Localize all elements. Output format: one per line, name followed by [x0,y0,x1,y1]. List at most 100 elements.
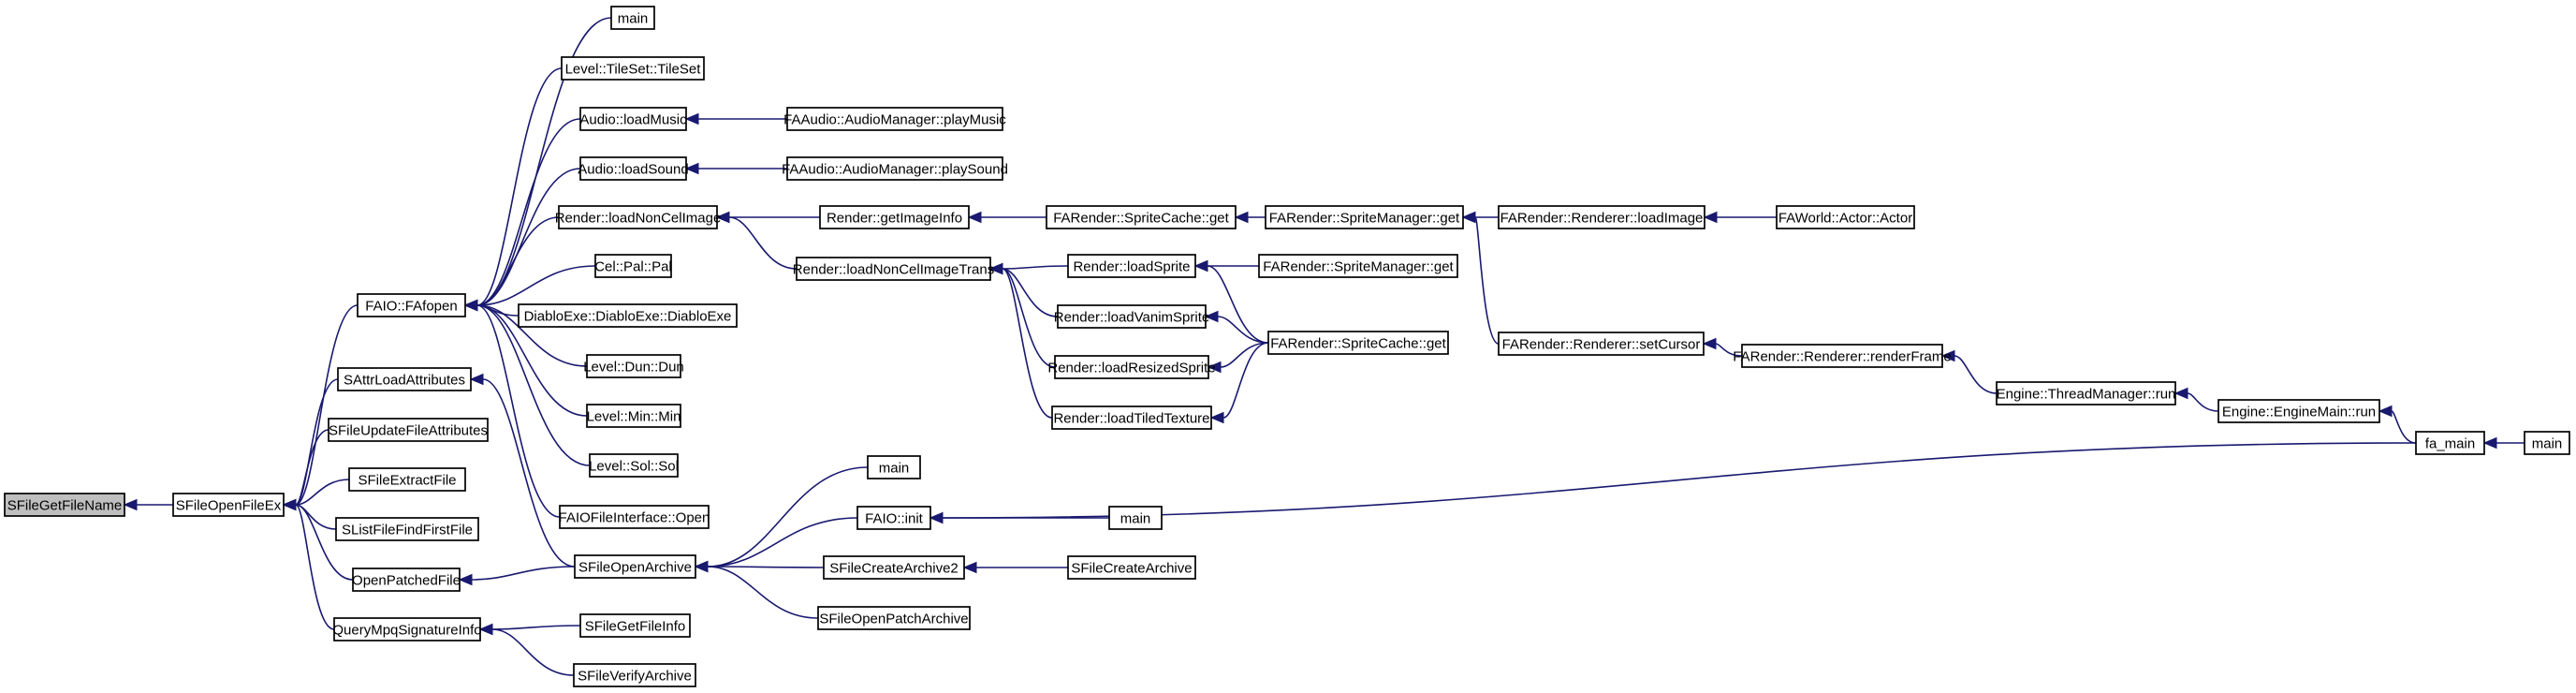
node-farender-spritemanager-get[interactable]: FARender::SpriteManager::get [1258,254,1458,278]
node-faaudio-audiomanager-playsound[interactable]: FAAudio::AudioManager::playSound [782,156,1008,181]
node-level-dun-dun[interactable]: Level::Dun::Dun [583,354,684,378]
node-box[interactable] [594,254,672,278]
node-sfileupdatefileattributes[interactable]: SFileUpdateFileAttributes [328,418,489,442]
node-render-loadvanimsprite[interactable]: Render::loadVanimSprite [1054,304,1209,329]
node-engine-threadmanager-run[interactable]: Engine::ThreadManager::run [1996,381,2176,405]
node-farender-spritecache-get[interactable]: FARender::SpriteCache::get [1046,205,1237,229]
node-fa-main[interactable]: fa_main [2415,431,2485,455]
node-sfilegetfileinfo[interactable]: SFileGetFileInfo [579,613,691,638]
node-box[interactable] [1741,344,1943,368]
node-sfilegetfilename[interactable]: SFileGetFileName [4,493,125,517]
node-farender-renderer-setcursor[interactable]: FARender::Renderer::setCursor [1498,332,1705,356]
node-sfileextractfile[interactable]: SFileExtractFile [348,467,466,492]
node-farender-renderer-renderframe[interactable]: FARender::Renderer::renderFrame [1733,344,1952,368]
node-render-loadresizedsprite[interactable]: Render::loadResizedSprite [1047,355,1216,379]
node-main[interactable]: main [1108,506,1163,530]
node-box[interactable] [1054,355,1209,379]
node-faaudio-audiomanager-playmusic[interactable]: FAAudio::AudioManager::playMusic [783,107,1006,131]
node-box[interactable] [337,367,472,391]
node-main[interactable]: main [2524,431,2570,455]
node-faiofileinterface-open[interactable]: FAIOFileInterface::Open [559,505,710,529]
node-box[interactable] [1046,205,1237,229]
node-farender-renderer-loadimage[interactable]: FARender::Renderer::loadImage [1498,205,1705,229]
node-faworld-actor-actor[interactable]: FAWorld::Actor::Actor [1776,205,1915,229]
node-box[interactable] [586,354,681,378]
node-box[interactable] [786,107,1003,131]
node-box[interactable] [1051,405,1212,430]
node-box[interactable] [558,205,718,229]
node-slistfilefindfirstfile[interactable]: SListFileFindFirstFile [335,517,479,541]
node-sfilecreatearchive2[interactable]: SFileCreateArchive2 [823,555,965,580]
node-level-tileset-tileset[interactable]: Level::TileSet::TileSet [561,56,705,81]
node-box[interactable] [610,6,655,30]
node-box[interactable] [589,453,679,478]
node-render-loadnoncelimage[interactable]: Render::loadNonCelImage [555,205,722,229]
node-box[interactable] [172,493,285,517]
node-box[interactable] [352,568,461,592]
node-sfileverifyarchive[interactable]: SFileVerifyArchive [573,663,696,687]
node-cel-pal-pal[interactable]: Cel::Pal::Pal [594,254,672,278]
node-box[interactable] [573,663,696,687]
node-box[interactable] [2415,431,2485,455]
node-box[interactable] [796,257,991,281]
node-box[interactable] [823,555,965,580]
node-box[interactable] [2217,399,2380,423]
node-box[interactable] [1067,254,1196,278]
node-box[interactable] [1067,555,1196,580]
node-faio-fafopen[interactable]: FAIO::FAfopen [357,293,466,317]
node-farender-spritecache-get[interactable]: FARender::SpriteCache::get [1267,331,1449,355]
node-box[interactable] [348,467,466,492]
node-box[interactable] [579,613,691,638]
node-box[interactable] [357,293,466,317]
node-render-getimageinfo[interactable]: Render::getImageInfo [819,205,970,229]
node-sfileopenpatcharchive[interactable]: SFileOpenPatchArchive [817,606,971,630]
node-faio-init[interactable]: FAIO::init [856,506,931,530]
node-render-loadsprite[interactable]: Render::loadSprite [1067,254,1196,278]
node-box[interactable] [819,205,970,229]
node-farender-spritemanager-get[interactable]: FARender::SpriteManager::get [1265,205,1464,229]
node-level-sol-sol[interactable]: Level::Sol::Sol [589,453,679,478]
node-openpatchedfile[interactable]: OpenPatchedFile [352,568,461,592]
node-diabloexe-diabloexe-diabloexe[interactable]: DiabloExe::DiabloExe::DiabloExe [518,303,738,328]
node-box[interactable] [333,617,481,641]
node-box[interactable] [1996,381,2176,405]
node-box[interactable] [2524,431,2570,455]
node-box[interactable] [335,517,479,541]
node-box[interactable] [1265,205,1464,229]
node-engine-enginemain-run[interactable]: Engine::EngineMain::run [2217,399,2380,423]
node-sfileopenfileex[interactable]: SFileOpenFileEx [172,493,285,517]
node-box[interactable] [1057,304,1207,329]
node-box[interactable] [579,156,687,181]
node-main[interactable]: main [867,455,921,479]
node-box[interactable] [786,156,1003,181]
node-audio-loadsound[interactable]: Audio::loadSound [578,156,689,181]
node-box[interactable] [574,554,696,579]
node-box[interactable] [817,606,971,630]
node-render-loadnoncelimagetrans[interactable]: Render::loadNonCelImageTrans [793,257,994,281]
node-box[interactable] [867,455,921,479]
node-box[interactable] [1498,332,1705,356]
node-sattrloadattributes[interactable]: SAttrLoadAttributes [337,367,472,391]
node-audio-loadmusic[interactable]: Audio::loadMusic [579,107,687,131]
node-box[interactable] [518,303,738,328]
node-sfilecreatearchive[interactable]: SFileCreateArchive [1067,555,1196,580]
node-box[interactable] [1258,254,1458,278]
node-level-min-min[interactable]: Level::Min::Min [586,404,681,428]
node-querympqsignatureinfo[interactable]: QueryMpqSignatureInfo [332,617,482,641]
node-box[interactable] [856,506,931,530]
node-label: FARender::SpriteManager::get [1269,211,1460,227]
node-main[interactable]: main [610,6,655,30]
node-box[interactable] [4,493,125,517]
edge-line [707,566,819,619]
node-box[interactable] [1108,506,1163,530]
node-box[interactable] [561,56,705,81]
node-box[interactable] [586,404,681,428]
node-sfileopenarchive[interactable]: SFileOpenArchive [574,554,696,579]
node-box[interactable] [1776,205,1915,229]
node-box[interactable] [1498,205,1705,229]
node-box[interactable] [328,418,489,442]
node-box[interactable] [1267,331,1449,355]
node-box[interactable] [579,107,687,131]
node-render-loadtiledtexture[interactable]: Render::loadTiledTexture [1051,405,1212,430]
node-box[interactable] [559,505,710,529]
